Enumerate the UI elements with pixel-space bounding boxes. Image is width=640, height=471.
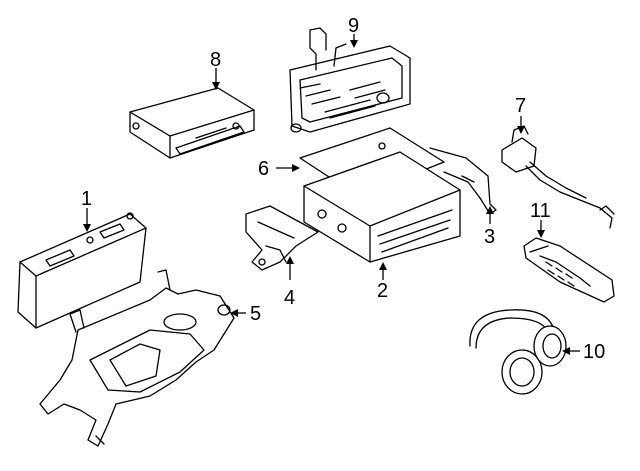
part-5-console-bracket <box>39 269 235 447</box>
part-3-bracket <box>429 147 497 215</box>
part-7-antenna <box>501 125 615 229</box>
part-8-display-unit <box>129 87 255 159</box>
part-11-remote <box>523 237 615 303</box>
arrowhead-10 <box>562 347 570 355</box>
part-4-small-bracket <box>245 205 319 271</box>
arrowhead-8 <box>212 82 220 90</box>
callout-8: 8 <box>210 49 221 71</box>
arrowhead-11 <box>537 230 545 238</box>
arrowhead-7 <box>517 126 525 134</box>
arrowhead-9 <box>350 40 358 48</box>
arrowhead-4 <box>286 256 294 264</box>
callout-9: 9 <box>348 15 359 37</box>
arrowhead-1 <box>83 224 91 232</box>
arrowhead-6 <box>292 164 300 172</box>
part-1-control-module <box>17 212 147 329</box>
arrowhead-5 <box>230 309 238 317</box>
callout-10: 10 <box>583 341 605 363</box>
part-2-receiver-box <box>303 151 461 263</box>
callout-2: 2 <box>377 280 388 302</box>
callout-4: 4 <box>284 287 295 309</box>
callout-3: 3 <box>484 226 495 248</box>
arrowhead-2 <box>379 262 387 270</box>
callout-5: 5 <box>250 303 261 325</box>
callout-labels: 1 2 3 4 5 6 7 8 9 10 11 <box>81 15 605 363</box>
callout-leaders <box>83 34 580 355</box>
callout-1: 1 <box>81 188 92 210</box>
part-10-headphones <box>469 309 567 395</box>
callout-6: 6 <box>258 158 269 180</box>
callout-7: 7 <box>515 95 526 117</box>
part-9-radio-control-panel <box>289 27 411 133</box>
callout-11: 11 <box>530 200 551 222</box>
arrowhead-3 <box>486 206 494 214</box>
